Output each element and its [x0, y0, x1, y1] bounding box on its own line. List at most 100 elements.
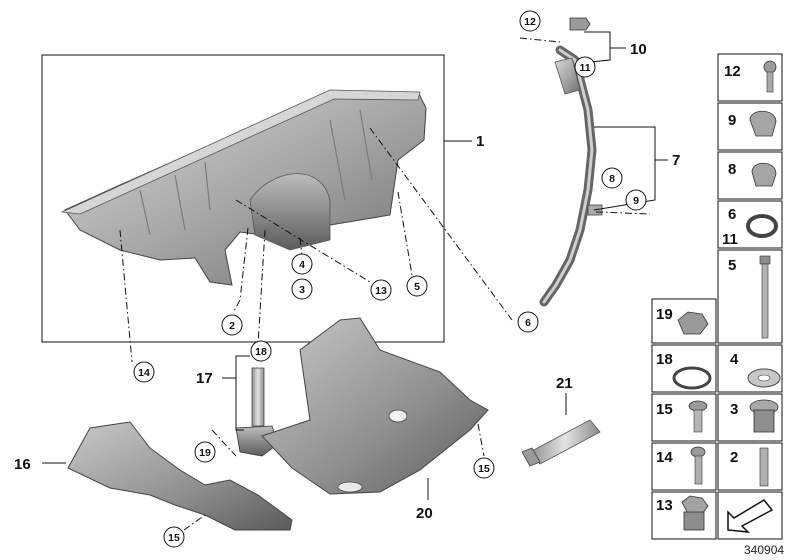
- expanding-rivet-icon: [688, 400, 708, 433]
- callout-3: 3: [291, 278, 313, 300]
- callout-15-right: 15: [473, 457, 495, 479]
- sealant-tube-cap: [521, 447, 541, 467]
- direction-arrow-icon: [727, 499, 774, 533]
- svg-text:3: 3: [730, 401, 738, 418]
- tile-6-11: 6 11: [717, 200, 783, 249]
- leader-18-down: [257, 229, 266, 346]
- tile-19: 19: [651, 298, 717, 344]
- sealant-tube: 21: [521, 375, 601, 467]
- svg-text:12: 12: [724, 63, 741, 80]
- washer-hole: [757, 374, 771, 382]
- bolt-icon: [690, 446, 706, 485]
- o-ring-icon: [746, 214, 778, 238]
- svg-text:8: 8: [609, 173, 615, 185]
- oil-pan-ribs: [139, 109, 373, 236]
- part-label-1: 1: [476, 133, 484, 150]
- oil-pan-assembly: 1: [41, 54, 484, 343]
- svg-text:18: 18: [656, 351, 673, 368]
- shield-body: [261, 317, 489, 495]
- sensor-shaft: [251, 367, 265, 427]
- svg-text:8: 8: [728, 161, 736, 178]
- svg-text:15: 15: [168, 532, 180, 544]
- svg-text:18: 18: [255, 346, 267, 358]
- tile-13: 13: [651, 491, 717, 540]
- bracket-7: [593, 126, 656, 211]
- part-label-10: 10: [630, 41, 647, 58]
- svg-text:5: 5: [728, 257, 736, 274]
- svg-text:9: 9: [633, 195, 639, 207]
- callout-18: 18: [250, 340, 272, 362]
- tile-arrow: [717, 491, 783, 540]
- tile-18: 18: [651, 344, 717, 393]
- leader-12: [519, 37, 561, 43]
- leader-13: [235, 199, 371, 283]
- tile-12: 12: [717, 53, 783, 102]
- screw-icon: [763, 60, 777, 93]
- shield-hole-2: [337, 481, 363, 493]
- tile-9: 9: [717, 102, 783, 151]
- pan-leader-lines: [119, 127, 513, 363]
- svg-text:19: 19: [656, 306, 673, 323]
- hex-nut-icon: [677, 311, 709, 335]
- svg-text:3: 3: [299, 284, 305, 296]
- tile-3: 3: [717, 393, 783, 442]
- part-label-21: 21: [556, 375, 573, 392]
- svg-text:12: 12: [524, 16, 536, 28]
- bracket-10: [584, 31, 611, 63]
- leader-6: [369, 127, 513, 321]
- callout-19: 19: [194, 441, 216, 463]
- svg-text:6: 6: [525, 317, 531, 329]
- clip-icon: [751, 162, 777, 187]
- svg-text:15: 15: [656, 401, 673, 418]
- svg-text:15: 15: [478, 463, 490, 475]
- svg-text:4: 4: [730, 351, 739, 368]
- oil-pan-flange: [60, 89, 421, 215]
- svg-text:5: 5: [414, 281, 420, 293]
- part-label-7: 7: [672, 152, 680, 169]
- tile-8: 8: [717, 151, 783, 200]
- oil-pan-sump: [249, 173, 331, 251]
- svg-text:9: 9: [728, 112, 736, 129]
- svg-text:2: 2: [229, 320, 235, 332]
- svg-text:19: 19: [199, 447, 211, 459]
- svg-text:13: 13: [656, 497, 673, 514]
- sensor-base: [235, 425, 279, 457]
- reference-number: 340904: [744, 543, 784, 557]
- tile-15: 15: [651, 393, 717, 442]
- legend-grid: 12 9 8 6 11 5: [651, 53, 783, 540]
- part-label-17: 17: [196, 370, 213, 387]
- leader-15-right: [477, 423, 485, 457]
- svg-text:11: 11: [579, 62, 590, 74]
- callout-11: 11: [574, 56, 596, 78]
- tile-5: 5: [717, 249, 783, 344]
- callout-6: 6: [517, 311, 539, 333]
- callout-14: 14: [133, 361, 155, 383]
- callout-12: 12: [519, 10, 541, 32]
- leader-3-4: [299, 237, 303, 256]
- leader-5: [397, 191, 413, 276]
- leader-8-9: [595, 211, 651, 215]
- bracket-17: [235, 355, 250, 431]
- callout-4: 4: [291, 253, 313, 275]
- stud-icon: [759, 447, 769, 487]
- callout-5: 5: [406, 275, 428, 297]
- oil-level-sensor: 17: [196, 355, 279, 457]
- dipstick-handle: [569, 17, 591, 31]
- side-shield: 16: [14, 421, 293, 531]
- svg-text:13: 13: [375, 285, 387, 297]
- seal-ring-icon: [672, 366, 712, 390]
- clip-icon: [749, 110, 777, 137]
- dipstick-tube-highlight: [542, 48, 594, 304]
- tile-2: 2: [717, 442, 783, 491]
- part-label-16: 16: [14, 456, 31, 473]
- callout-8: 8: [601, 167, 623, 189]
- underbody-shield: 20: [261, 317, 489, 522]
- nut-icon: [681, 495, 709, 531]
- tile-14: 14: [651, 442, 717, 491]
- callout-13: 13: [370, 279, 392, 301]
- svg-text:14: 14: [138, 367, 150, 379]
- svg-text:6: 6: [728, 206, 736, 223]
- oil-pan-frame: [41, 54, 445, 343]
- leader-19: [211, 429, 237, 457]
